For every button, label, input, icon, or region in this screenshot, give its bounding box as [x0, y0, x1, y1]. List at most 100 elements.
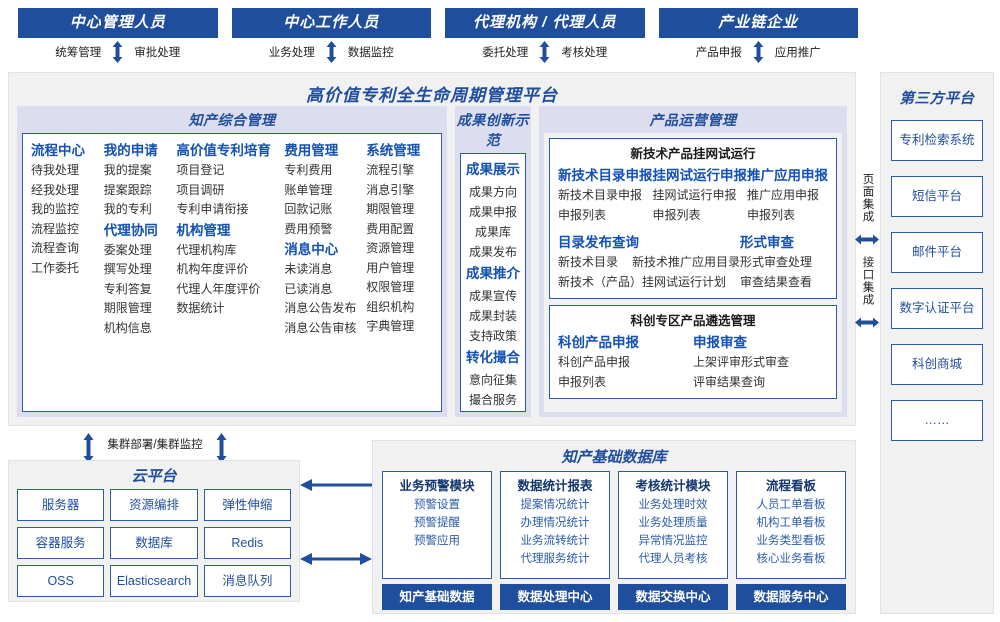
third-party-item-5[interactable]: …… — [891, 400, 983, 441]
menu-item[interactable]: 组织机构 — [366, 299, 415, 314]
kdb-item[interactable]: 业务流转统计 — [520, 535, 590, 547]
kdb-item[interactable]: 预警应用 — [414, 535, 460, 547]
menu-item[interactable]: 成果方向 — [468, 185, 517, 199]
menu-item[interactable]: 成果宣传 — [468, 289, 517, 303]
menu-item[interactable]: 流程引擎 — [366, 163, 415, 177]
kdb-item[interactable]: 提案情况统计 — [520, 499, 590, 511]
kdb-footer[interactable]: 知产基础数据 — [382, 584, 492, 610]
menu-item[interactable]: 已读消息 — [284, 281, 333, 296]
menu-item[interactable]: 专利费用 — [284, 163, 333, 177]
menu-item[interactable]: 权限管理 — [366, 280, 415, 294]
menu-item[interactable]: 我的专利 — [103, 202, 152, 216]
menu-item[interactable]: 项目登记 — [176, 163, 225, 177]
menu-item[interactable]: 撮合服务 — [468, 393, 517, 407]
menu-item[interactable]: 资源管理 — [366, 241, 415, 255]
menu-item[interactable]: 期限管理 — [366, 202, 415, 216]
kdb-footer[interactable]: 数据交换中心 — [618, 584, 728, 610]
cloud-item-0[interactable]: 服务器 — [17, 489, 105, 521]
menu-item[interactable]: 账单管理 — [284, 182, 333, 197]
menu-item[interactable]: 转化备案 — [465, 410, 521, 411]
menu-item[interactable]: 待我处理 — [31, 163, 80, 177]
cloud-item-6[interactable]: OSS — [17, 565, 105, 597]
menu-item[interactable]: 期限管理 — [103, 301, 152, 315]
kdb-footer[interactable]: 数据处理中心 — [500, 584, 610, 610]
menu-item[interactable]: 审查结果查看 — [740, 274, 813, 289]
menu-item[interactable]: 形式审查处理 — [740, 255, 813, 269]
menu-item[interactable]: 评审结果查询 — [693, 374, 766, 389]
menu-item[interactable]: 申报列表 — [652, 207, 701, 222]
menu-item[interactable]: 新技术（产品）挂网试运行计划 — [558, 274, 727, 289]
menu-item[interactable]: 费用配置 — [366, 221, 415, 236]
cloud-item-3[interactable]: 容器服务 — [17, 527, 105, 559]
menu-item[interactable]: 专利答复 — [103, 281, 152, 296]
menu-item[interactable]: 意向征集 — [468, 373, 517, 387]
cloud-item-1[interactable]: 资源编排 — [110, 489, 198, 521]
cloud-item-5[interactable]: Redis — [203, 527, 291, 559]
menu-item[interactable]: 成果库 — [474, 225, 511, 239]
menu-item[interactable]: 字典管理 — [366, 319, 415, 333]
menu-item[interactable]: 未读消息 — [284, 262, 333, 276]
menu-item[interactable]: 专利申请衔接 — [176, 202, 249, 216]
third-party-item-0[interactable]: 专利检索系统 — [891, 120, 983, 161]
menu-item[interactable]: 新技术目录申报 — [558, 188, 643, 202]
menu-item[interactable]: 成果申报 — [468, 205, 517, 219]
kdb-item[interactable]: 人员工单看板 — [756, 499, 826, 511]
kdb-item[interactable]: 异常情况监控 — [638, 535, 708, 547]
kdb-item[interactable]: 办理情况统计 — [520, 517, 590, 529]
menu-item[interactable]: 撰写处理 — [103, 262, 152, 276]
menu-item[interactable]: 申报列表 — [558, 374, 607, 389]
menu-item[interactable]: 委案处理 — [103, 242, 152, 257]
menu-item[interactable]: 费用预警 — [284, 221, 333, 236]
menu-item[interactable]: 我的监控 — [31, 202, 80, 216]
menu-item[interactable]: 消息引擎 — [366, 182, 415, 197]
third-party-item-4[interactable]: 科创商城 — [891, 344, 983, 385]
menu-item[interactable]: 流程查询 — [31, 241, 80, 255]
menu-item[interactable]: 申报列表 — [558, 207, 607, 222]
menu-item[interactable]: 消息公告审核 — [284, 320, 357, 335]
kdb-item[interactable]: 核心业务看板 — [756, 553, 826, 565]
menu-item[interactable]: 我的提案 — [103, 163, 152, 177]
kdb-item[interactable]: 预警设置 — [414, 499, 460, 511]
third-party-item-1[interactable]: 短信平台 — [891, 176, 983, 217]
menu-item[interactable]: 代理人年度评价 — [176, 281, 261, 296]
cloud-item-7[interactable]: Elasticsearch — [110, 565, 198, 597]
cloud-item-2[interactable]: 弹性伸缩 — [203, 489, 291, 521]
kdb-item[interactable]: 预警提醒 — [414, 517, 460, 529]
menu-item[interactable]: 新技术推广应用目录 — [632, 255, 741, 269]
menu-item[interactable]: 经我处理 — [31, 182, 80, 197]
cloud-item-4[interactable]: 数据库 — [110, 527, 198, 559]
menu-item[interactable]: 成果封装 — [468, 309, 517, 323]
third-party-item-3[interactable]: 数字认证平台 — [891, 288, 983, 329]
double-arrow-vertical-icon — [82, 433, 95, 463]
menu-item[interactable]: 挂网试运行申报 — [652, 188, 737, 202]
kdb-item[interactable]: 代理服务统计 — [520, 553, 590, 565]
menu-item[interactable]: 项目调研 — [176, 182, 225, 197]
role-bars: 中心管理人员统筹管理审批处理中心工作人员业务处理数据监控代理机构 / 代理人员委… — [18, 8, 858, 66]
menu-item[interactable]: 数据统计 — [176, 301, 225, 315]
menu-item[interactable]: 推广应用申报 — [747, 188, 820, 202]
kdb-item[interactable]: 机构工单看板 — [756, 517, 826, 529]
kdb-item[interactable]: 业务处理时效 — [638, 499, 708, 511]
menu-item[interactable]: 代理机构库 — [176, 242, 237, 257]
kdb-item[interactable]: 业务处理质量 — [638, 517, 708, 529]
menu-item[interactable]: 新技术目录 — [558, 255, 619, 269]
menu-item[interactable]: 申报列表 — [747, 207, 796, 222]
menu-item[interactable]: 回款记账 — [284, 202, 333, 216]
cpyy-column: 申报审查上架评审形式审查评审结果查询 — [693, 332, 828, 392]
menu-item[interactable]: 机构信息 — [103, 320, 152, 335]
menu-item[interactable]: 流程监控 — [31, 221, 80, 236]
cloud-item-8[interactable]: 消息队列 — [203, 565, 291, 597]
third-party-item-2[interactable]: 邮件平台 — [891, 232, 983, 273]
menu-item[interactable]: 上架评审形式审查 — [693, 355, 790, 369]
menu-item[interactable]: 消息公告发布 — [284, 301, 357, 315]
menu-item[interactable]: 提案跟踪 — [103, 182, 152, 197]
menu-item[interactable]: 机构年度评价 — [176, 262, 249, 276]
menu-item[interactable]: 工作委托 — [31, 260, 80, 275]
kdb-footer[interactable]: 数据服务中心 — [736, 584, 846, 610]
menu-item[interactable]: 成果发布 — [468, 245, 517, 259]
kdb-item[interactable]: 代理人员考核 — [638, 553, 708, 565]
menu-item[interactable]: 支持政策 — [468, 329, 517, 343]
menu-item[interactable]: 科创产品申报 — [558, 355, 631, 369]
menu-item[interactable]: 用户管理 — [366, 260, 415, 275]
kdb-item[interactable]: 业务类型看板 — [756, 535, 826, 547]
